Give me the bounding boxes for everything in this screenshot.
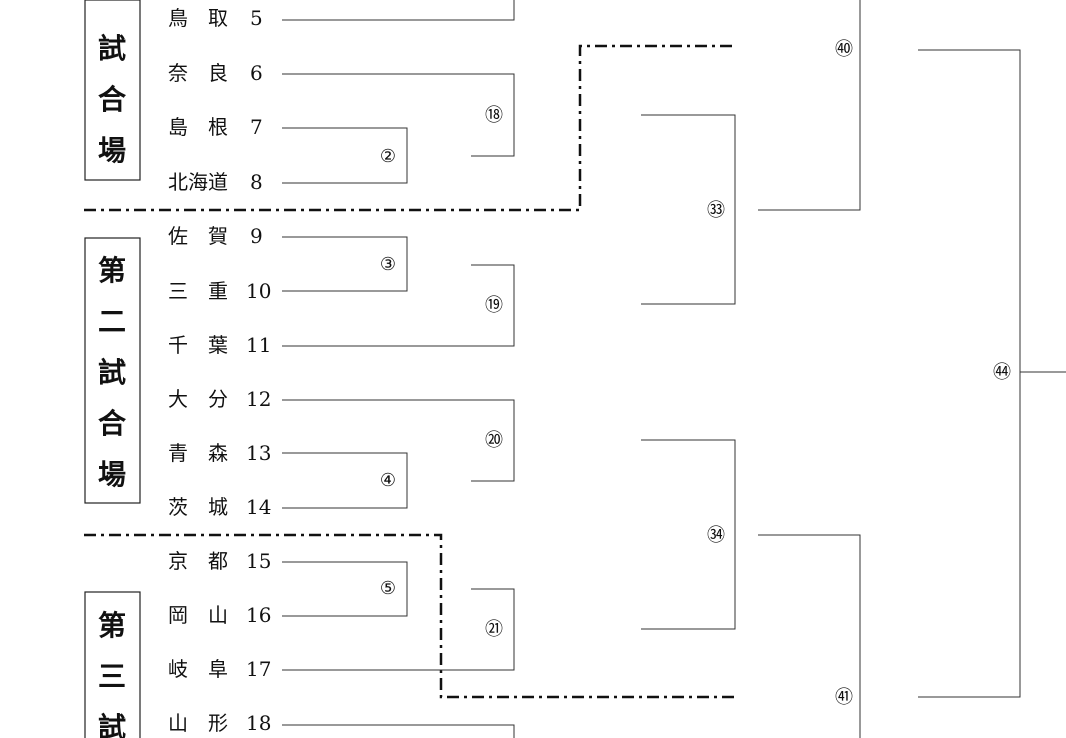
- bracket-line: [641, 114, 736, 305]
- team-seed: 6: [250, 61, 263, 85]
- venue-2-char: 第: [98, 254, 126, 287]
- bracket-line: [282, 264, 515, 347]
- venue-divider-line: [84, 533, 736, 699]
- bracket-line: [282, 127, 408, 184]
- match-number: ④: [380, 470, 396, 491]
- team-list: 鳥 取 5 奈 良 6 島 根 7 北海道 8 佐 賀 9 三 重 10 千 葉…: [168, 6, 271, 735]
- bracket-line: [282, 588, 515, 671]
- match-number: ㊵: [835, 39, 853, 60]
- team-seed: 9: [250, 224, 263, 248]
- team-name: 佐 賀: [168, 224, 228, 248]
- venue-box-1: [84, 0, 141, 181]
- team-seed: 17: [246, 657, 271, 681]
- bracket-line: [282, 236, 408, 292]
- bracket-lines: [282, 0, 1066, 738]
- venue-3-char: 第: [98, 609, 126, 642]
- bracket-line: [918, 49, 1021, 698]
- team-seed: 15: [246, 549, 271, 573]
- venue-divider-line: [84, 44, 736, 212]
- team-seed: 11: [246, 333, 271, 357]
- match-number: ㊹: [993, 362, 1011, 383]
- team-name: 青 森: [168, 441, 228, 465]
- bracket-line: [758, 0, 861, 211]
- bracket-line: [282, 724, 515, 738]
- bracket-line: [282, 561, 408, 617]
- venue-1-char: 場: [98, 134, 126, 167]
- match-number: ㉑: [485, 619, 503, 640]
- venue-3-char: 試: [98, 711, 126, 738]
- match-number: ㊶: [835, 687, 853, 708]
- team-name: 三 重: [168, 279, 228, 303]
- match-number: ②: [380, 146, 396, 167]
- bracket-line: [282, 73, 515, 157]
- team-seed: 10: [246, 279, 271, 303]
- bracket-line: [282, 399, 515, 482]
- match-number: ③: [380, 254, 396, 275]
- match-number: ⑱: [485, 105, 503, 126]
- team-seed: 18: [246, 711, 271, 735]
- team-seed: 16: [246, 603, 271, 627]
- team-name: 奈 良: [168, 61, 228, 85]
- match-number: ⑳: [485, 430, 503, 451]
- venue-3-char: 三: [98, 660, 126, 693]
- venue-1-char: 合: [98, 83, 127, 116]
- venue-2-char: 場: [98, 458, 126, 491]
- team-name: 大 分: [168, 387, 228, 411]
- venue-1-char: 試: [98, 32, 126, 65]
- match-number: ⑲: [485, 295, 503, 316]
- venue-2-char: 試: [98, 356, 126, 389]
- team-name: 山 形: [168, 711, 228, 735]
- match-number: ㉞: [707, 525, 725, 546]
- venue-dividers: [84, 44, 736, 699]
- team-name: 鳥 取: [168, 6, 228, 30]
- bracket-line: [282, 452, 408, 509]
- venue-2-char: 合: [98, 407, 127, 440]
- bracket-line: [758, 534, 861, 738]
- match-number: ⑤: [380, 578, 396, 599]
- team-seed: 14: [246, 495, 271, 519]
- venue-2-char: 二: [98, 305, 126, 338]
- venue-boxes: 試 合 場 第 二 試 合 場 第 三 試: [84, 0, 141, 738]
- team-seed: 7: [250, 115, 263, 139]
- venue-box-2: [84, 237, 141, 504]
- team-name: 茨 城: [168, 495, 228, 519]
- team-name: 岡 山: [168, 603, 228, 627]
- team-name: 千 葉: [168, 333, 228, 357]
- team-name: 北海道: [168, 170, 228, 194]
- team-seed: 13: [246, 441, 271, 465]
- team-seed: 12: [246, 387, 271, 411]
- team-name: 岐 阜: [168, 657, 228, 681]
- bracket-line: [641, 439, 736, 630]
- venue-box-3: [84, 591, 141, 738]
- match-numbers: ② ③ ④ ⑤ ⑱ ⑲ ⑳ ㉑ ㉝ ㉞ ㊵ ㊶ ㊹: [380, 39, 1011, 708]
- team-seed: 5: [250, 6, 263, 30]
- team-seed: 8: [250, 170, 263, 194]
- match-number: ㉝: [707, 200, 725, 221]
- team-name: 京 都: [168, 549, 228, 573]
- bracket-line: [282, 0, 515, 21]
- team-name: 島 根: [168, 115, 228, 139]
